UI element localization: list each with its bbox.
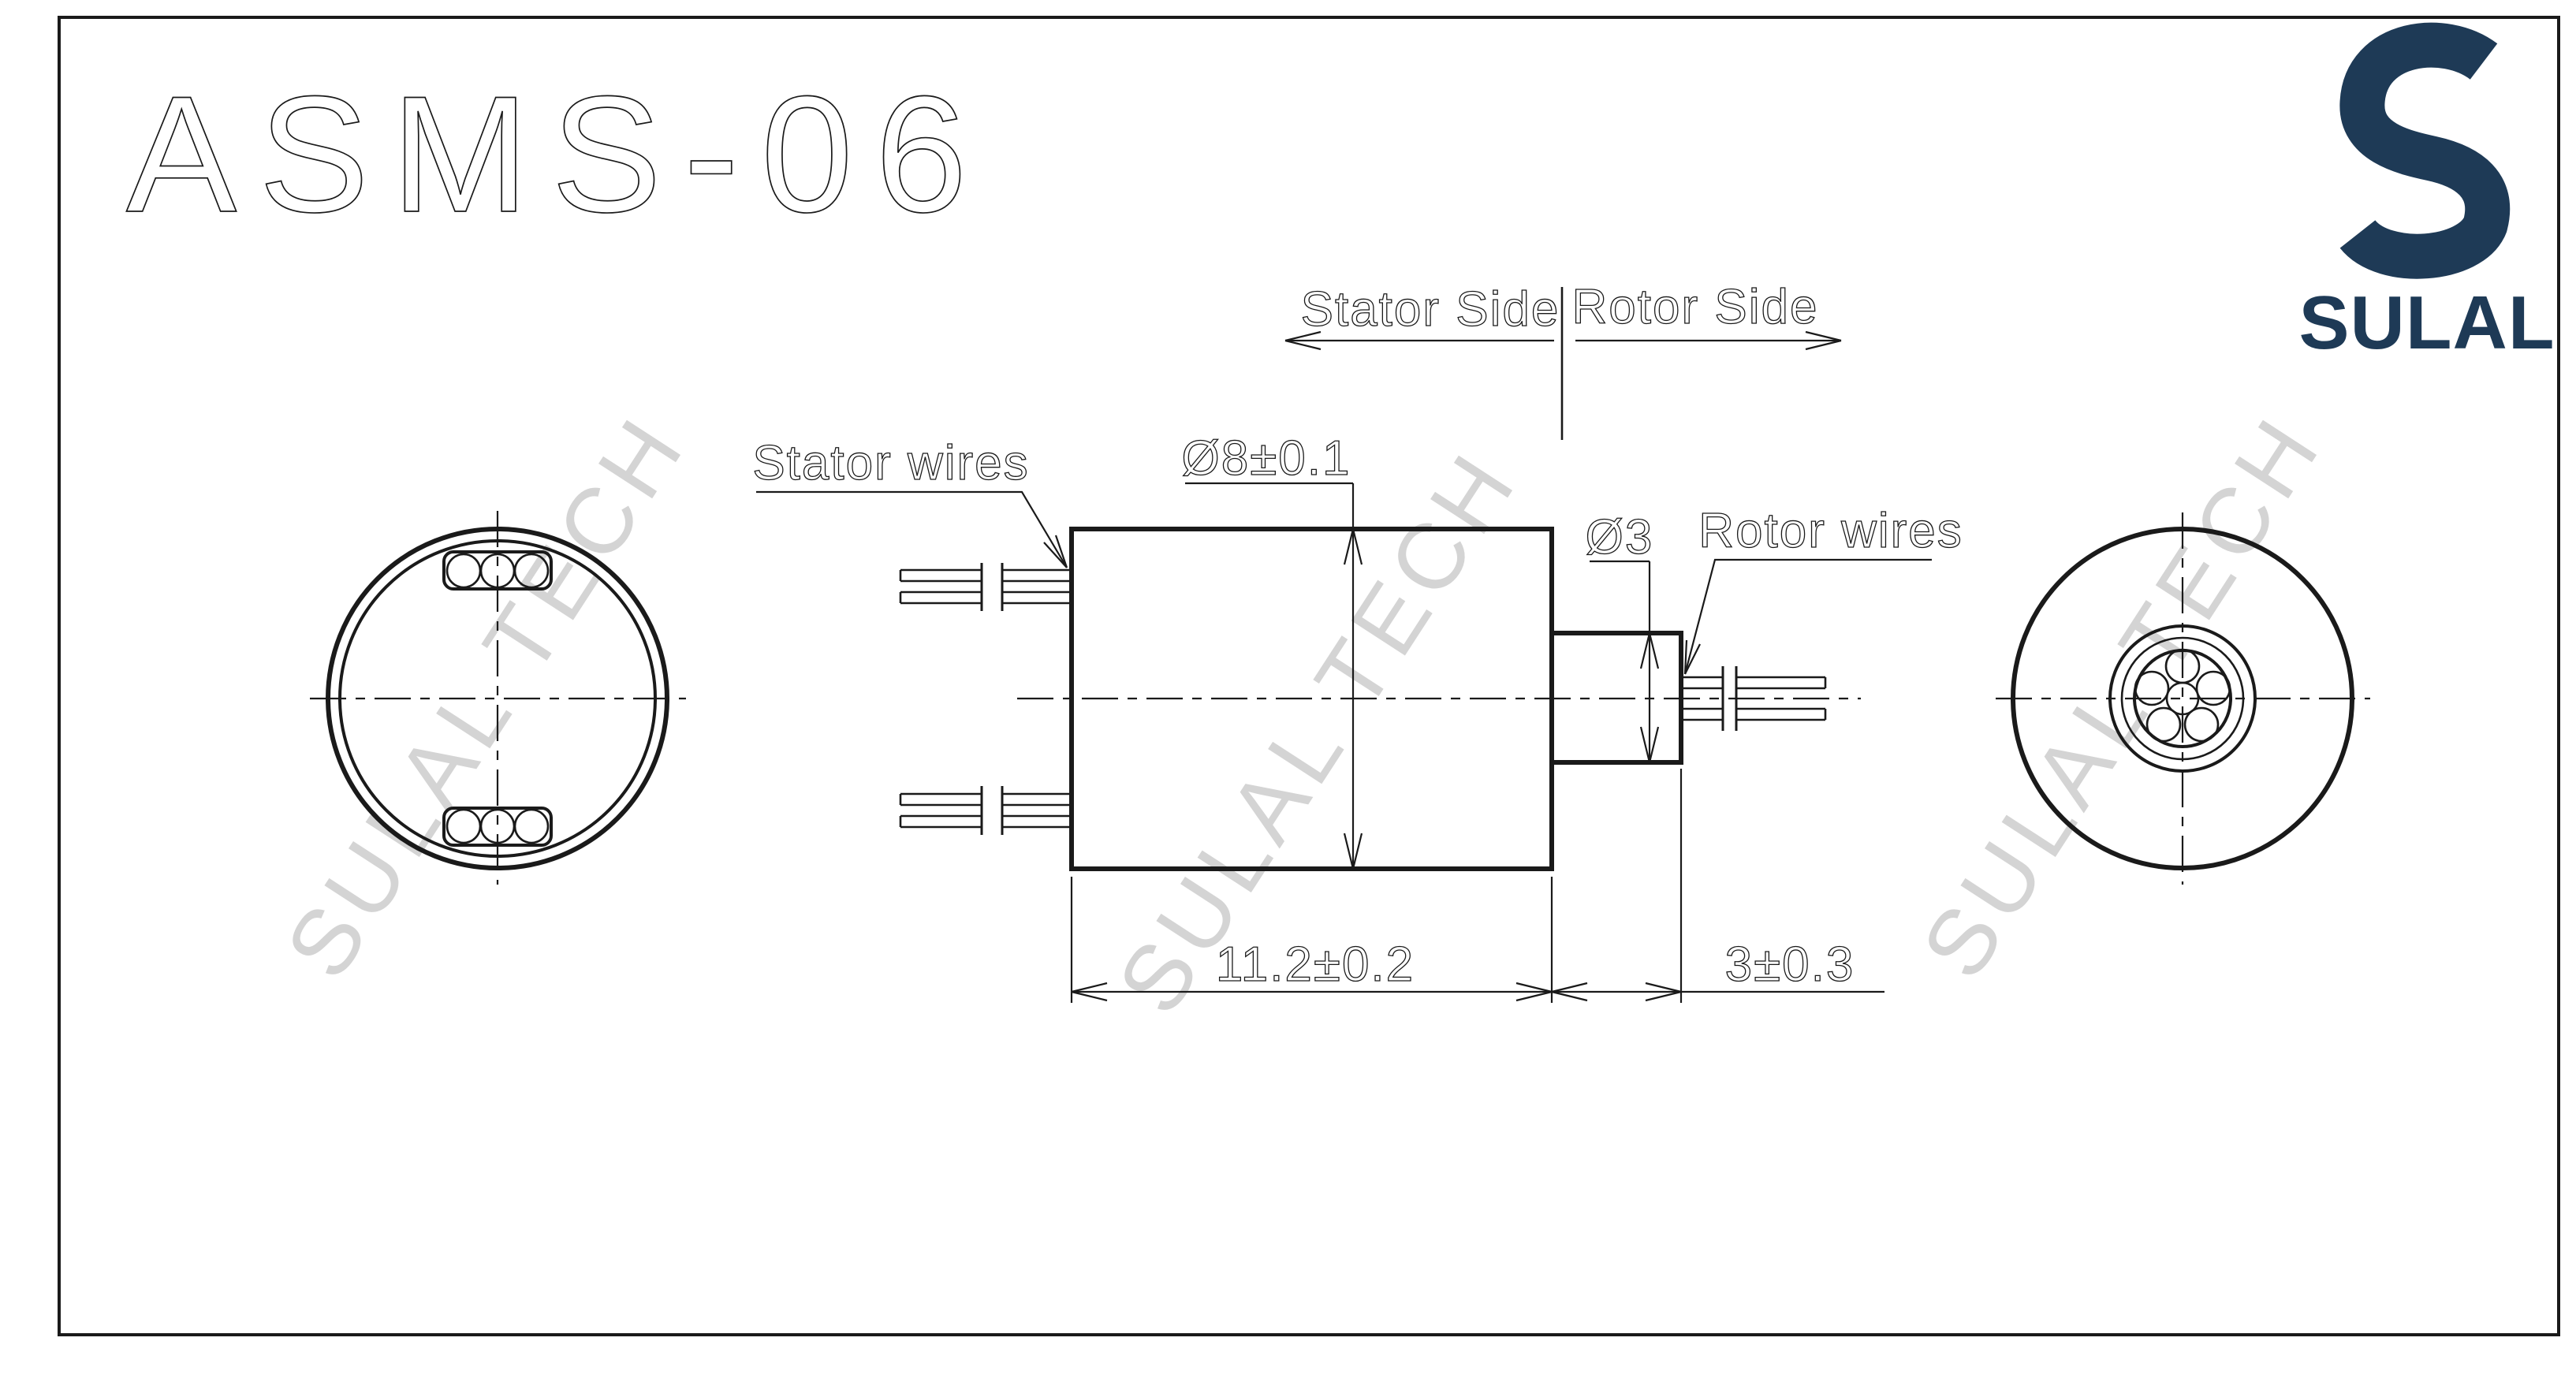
extension-lines bbox=[1070, 769, 1683, 1003]
flange-circle bbox=[2108, 624, 2257, 773]
body-length-value: 11.2±0.2 bbox=[1216, 937, 1415, 992]
rotor-direction-arrow bbox=[1575, 330, 1842, 351]
stator-connector-bottom bbox=[442, 807, 553, 847]
shaft-diameter-value: Ø3 bbox=[1586, 510, 1654, 564]
drawing-title: ASMS-06 bbox=[126, 61, 990, 247]
stator-wire-bundle-top bbox=[899, 563, 1072, 611]
dimension-arrowheads bbox=[1639, 632, 1660, 763]
dimension-arrowheads bbox=[1071, 982, 1682, 1002]
left-arrowhead-icon bbox=[1284, 330, 1322, 351]
leader-line bbox=[756, 490, 1068, 568]
leader-arrowhead bbox=[1043, 535, 1068, 568]
housing-outer-circle bbox=[2011, 527, 2354, 870]
shaft-length-value: 3±0.3 bbox=[1725, 937, 1855, 992]
leader-line bbox=[1683, 558, 1932, 675]
housing-outer-circle bbox=[326, 527, 669, 870]
s-ribbon-icon bbox=[2339, 22, 2511, 279]
brand-name: SULAL bbox=[2299, 281, 2555, 365]
rotor-end-view bbox=[1996, 512, 2370, 885]
rotor-wires-callout: Rotor wires bbox=[1683, 503, 1963, 675]
shaft-outline bbox=[1549, 631, 1683, 765]
rotor-wires-label: Rotor wires bbox=[1698, 504, 1963, 558]
dimension-lengths: 11.2±0.2 3±0.3 bbox=[1070, 769, 1884, 1003]
stator-direction-arrow bbox=[1284, 330, 1554, 351]
housing-inner-circle bbox=[338, 539, 657, 858]
stator-side-label: Stator Side bbox=[1301, 282, 1560, 337]
dimension-arrowheads bbox=[1343, 528, 1363, 870]
right-arrowhead-icon bbox=[1805, 330, 1842, 351]
stator-wire-bundle-bottom bbox=[899, 786, 1072, 835]
rotor-wire-bundle bbox=[1681, 666, 1827, 731]
shaft-circle bbox=[2120, 636, 2245, 761]
stator-wires-label: Stator wires bbox=[752, 436, 1029, 490]
side-view: Stator wires Rotor wires Ø8±0.1 Ø3 bbox=[752, 430, 1963, 1003]
stator-connector-top bbox=[442, 550, 553, 591]
rotor-side-label: Rotor Side bbox=[1572, 280, 1819, 334]
leader-arrowhead bbox=[1683, 639, 1701, 675]
stator-end-view bbox=[310, 511, 686, 885]
rotor-wire-cross-sections bbox=[2134, 648, 2231, 743]
side-direction-header: Stator Side Rotor Side bbox=[1284, 279, 1842, 440]
dimension-shaft-diameter: Ø3 bbox=[1585, 509, 1660, 763]
dimension-line bbox=[1185, 482, 1355, 869]
body-diameter-value: Ø8±0.1 bbox=[1182, 431, 1351, 486]
sulal-logo: SULAL bbox=[2299, 22, 2555, 365]
dimension-body-diameter: Ø8±0.1 bbox=[1181, 430, 1363, 870]
drawing-border bbox=[58, 16, 2560, 1336]
dimension-line bbox=[1590, 560, 1651, 762]
stator-wires-callout: Stator wires bbox=[752, 435, 1068, 568]
